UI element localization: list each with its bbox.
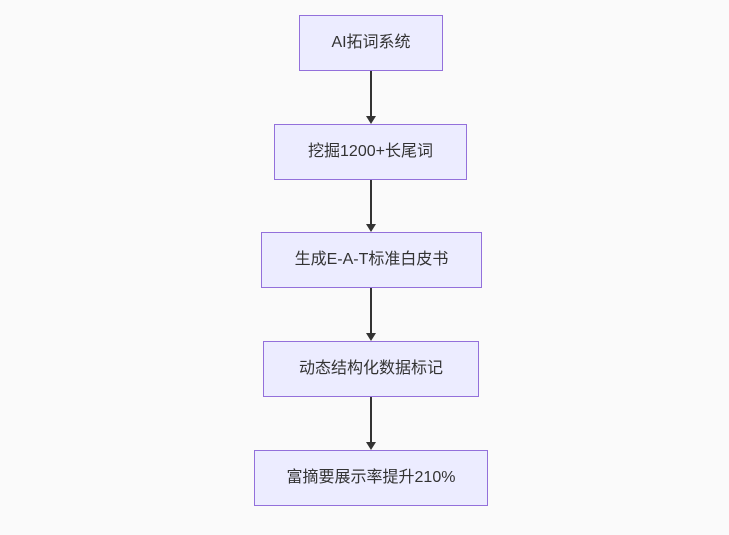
flow-node-label: AI拓词系统 — [331, 34, 411, 52]
flow-node-longtail-keywords: 挖掘1200+长尾词 — [274, 124, 467, 180]
flow-node-structured-data: 动态结构化数据标记 — [263, 341, 479, 397]
edge-line-3 — [370, 288, 372, 333]
edge-line-4 — [370, 397, 372, 442]
flow-node-label: 生成E-A-T标准白皮书 — [294, 251, 449, 269]
edge-line-2 — [370, 180, 372, 224]
edge-line-1 — [370, 71, 372, 116]
flow-node-label: 富摘要展示率提升210% — [286, 469, 456, 487]
flow-node-label: 挖掘1200+长尾词 — [308, 143, 433, 161]
arrow-down-icon — [366, 224, 376, 232]
flow-node-eat-whitepaper: 生成E-A-T标准白皮书 — [261, 232, 482, 288]
flow-node-ai-system: AI拓词系统 — [299, 15, 443, 71]
flow-node-rich-snippet-result: 富摘要展示率提升210% — [254, 450, 488, 506]
flow-node-label: 动态结构化数据标记 — [298, 360, 443, 378]
arrow-down-icon — [366, 333, 376, 341]
arrow-down-icon — [366, 442, 376, 450]
arrow-down-icon — [366, 116, 376, 124]
